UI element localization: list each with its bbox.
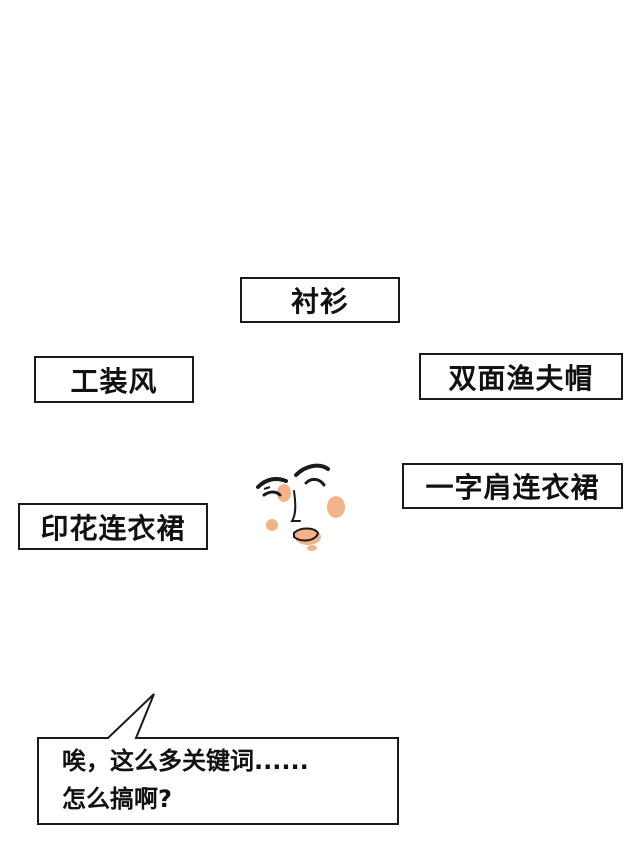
speech-line-2: 怎么搞啊? [62, 785, 172, 813]
keyword-label: 一字肩连衣裙 [425, 471, 600, 504]
keyword-label: 双面渔夫帽 [448, 361, 594, 395]
keyword-box-off-shoulder-dress: 一字肩连衣裙 [402, 463, 623, 509]
speech-bubble-text: 唉，这么多关键词...... 怎么搞啊? [62, 742, 392, 818]
worried-face-icon [256, 463, 345, 551]
keyword-label: 工装风 [70, 364, 158, 398]
speech-line-1: 唉，这么多关键词...... [62, 747, 309, 775]
keyword-label: 印花连衣裙 [40, 511, 186, 545]
speech-bubble [37, 693, 399, 825]
keyword-box-print-dress: 印花连衣裙 [18, 503, 208, 550]
keyword-label: 衬衫 [290, 285, 349, 318]
keyword-box-workwear: 工装风 [34, 356, 194, 403]
keyword-box-shirt: 衬衫 [240, 277, 400, 323]
keyword-box-bucket-hat: 双面渔夫帽 [419, 353, 623, 400]
